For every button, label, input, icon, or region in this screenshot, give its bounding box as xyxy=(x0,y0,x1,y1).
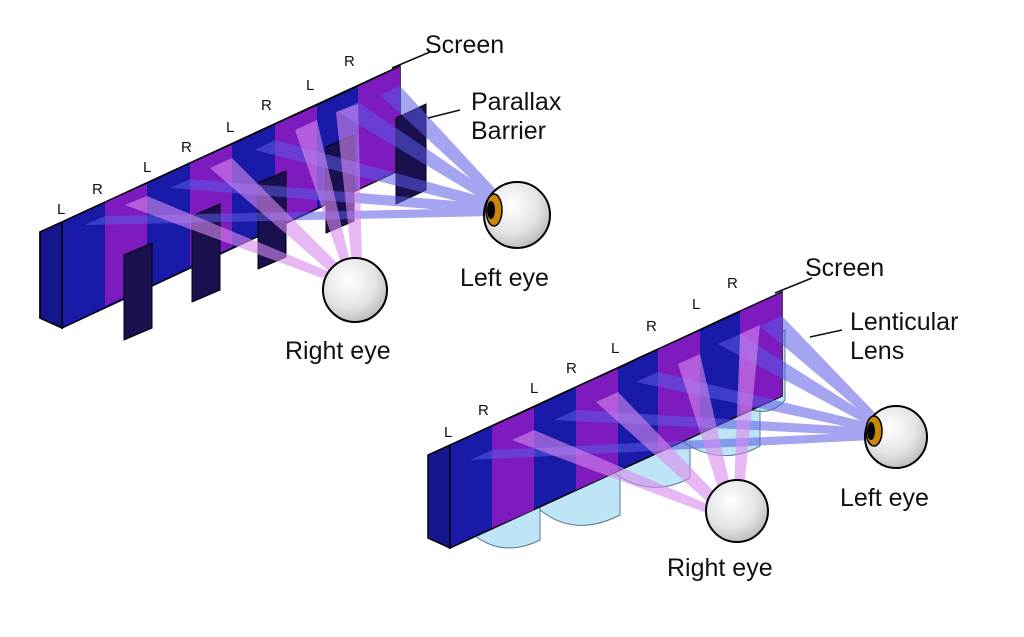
parallax-barrier-label-line2: Barrier xyxy=(471,117,546,145)
parallax-screen-leader xyxy=(391,51,431,69)
lenticular-pixel-label: R xyxy=(727,275,738,292)
parallax-barrier-leader xyxy=(427,109,461,119)
lenticular-pixel-label: L xyxy=(444,424,452,441)
lenticular-right-eye-rays xyxy=(512,325,760,512)
lenticular-right-eye xyxy=(705,479,769,543)
parallax-barrier-diagram: L R L R L R L R Screen Parallax Barrier … xyxy=(39,31,562,365)
parallax-pixel-label: R xyxy=(181,139,192,156)
lenticular-pixel-label: R xyxy=(478,402,489,419)
parallax-pixel-label: L xyxy=(143,159,151,176)
lenticular-lens-diagram: L R L R L R L R Screen Lenticular Lens L… xyxy=(427,254,958,582)
parallax-pixel-label: R xyxy=(92,181,103,198)
parallax-pixel-label: L xyxy=(226,119,234,136)
parallax-pixel-label: L xyxy=(57,201,65,218)
parallax-right-eye-label: Right eye xyxy=(285,337,391,365)
lenticular-pixel-label: L xyxy=(692,296,700,313)
parallax-left-eye xyxy=(483,181,551,249)
parallax-pixel-label: R xyxy=(261,97,272,114)
lenticular-lens-label-line1: Lenticular xyxy=(850,308,958,336)
lenticular-right-eye-label: Right eye xyxy=(667,554,773,582)
lenticular-pixel-label: R xyxy=(566,360,577,377)
lenticular-pixel-label: R xyxy=(646,318,657,335)
lenticular-lens-leader xyxy=(809,329,843,338)
parallax-right-eye-rays xyxy=(125,104,362,278)
lenticular-left-eye-label: Left eye xyxy=(840,484,929,512)
parallax-screen-label: Screen xyxy=(425,31,504,59)
lenticular-screen-label: Screen xyxy=(805,254,884,282)
parallax-barrier-label-line1: Parallax xyxy=(471,88,562,116)
parallax-pixel-label: R xyxy=(344,53,355,70)
parallax-left-eye-label: Left eye xyxy=(460,264,549,292)
parallax-right-eye xyxy=(322,257,388,323)
lenticular-screen-leader xyxy=(774,277,813,294)
lenticular-pixel-label: L xyxy=(611,340,619,357)
parallax-pixel-label: L xyxy=(306,77,314,94)
lenticular-left-eye xyxy=(864,405,928,469)
lenticular-lens-label-line2: Lens xyxy=(850,337,904,365)
lenticular-pixel-label: L xyxy=(530,380,538,397)
